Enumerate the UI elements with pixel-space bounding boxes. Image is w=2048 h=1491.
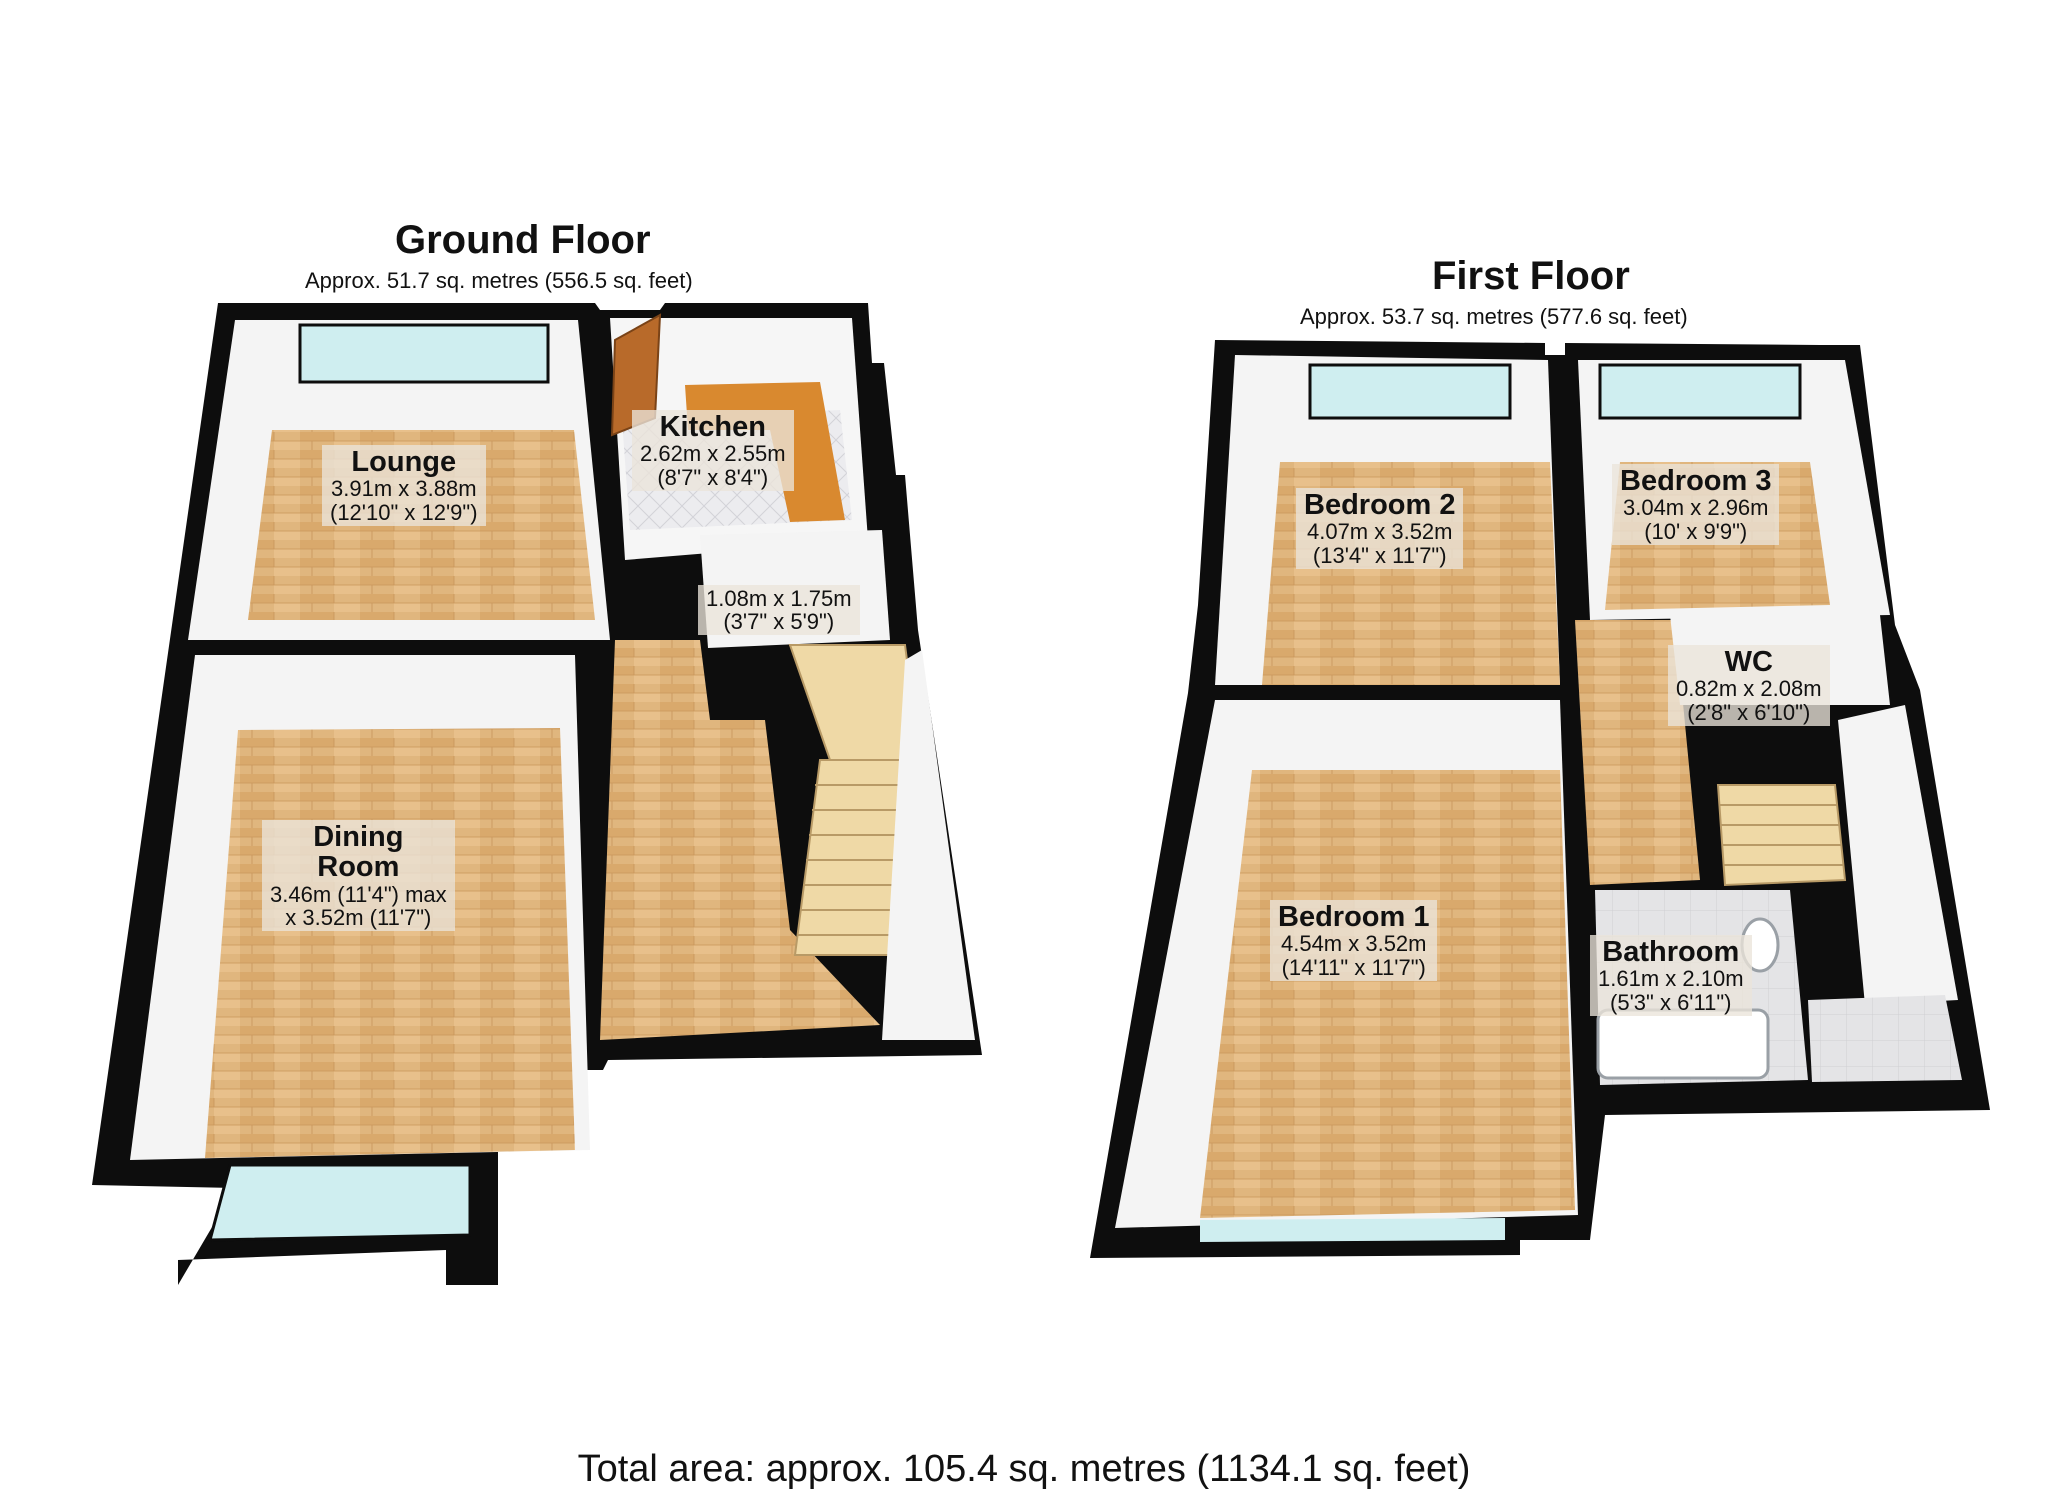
- dining-room-name-line1: Dining: [313, 821, 404, 853]
- lounge-name: Lounge: [351, 446, 457, 478]
- bedroom1-label: Bedroom 1 4.54m x 3.52m (14'11" x 11'7"): [1270, 900, 1438, 981]
- bedroom2-size-metric: 4.07m x 3.52m: [1306, 519, 1453, 545]
- ground-floor-title: Ground Floor: [395, 218, 651, 262]
- wc-size-metric: 0.82m x 2.08m: [1676, 676, 1822, 702]
- kitchen-label: Kitchen 2.62m x 2.55m (8'7" x 8'4"): [632, 410, 794, 491]
- wc-name: WC: [1724, 646, 1773, 678]
- lounge-window: [298, 323, 550, 384]
- bay-window: [208, 1163, 472, 1242]
- bedroom1-name: Bedroom 1: [1278, 901, 1430, 933]
- lounge-label: Lounge 3.91m x 3.88m (12'10" x 12'9"): [322, 445, 486, 526]
- dining-room-size-line2: x 3.52m (11'7"): [285, 904, 432, 930]
- hallway-floor: [600, 640, 880, 1040]
- bathroom-size-metric: 1.61m x 2.10m: [1598, 966, 1744, 992]
- bedroom3-size-imperial: (10' x 9'9"): [1644, 518, 1748, 544]
- bath-tub: [1596, 1008, 1770, 1080]
- first-floor-stairs: [1716, 784, 1847, 887]
- dining-room-name-line2: Room: [317, 851, 400, 884]
- first-floor-area: Approx. 53.7 sq. metres (577.6 sq. feet): [1300, 304, 1688, 329]
- kitchen-size-metric: 2.62m x 2.55m: [640, 441, 786, 467]
- bedroom2-name: Bedroom 2: [1304, 489, 1456, 521]
- first-floor-title: First Floor: [1432, 254, 1630, 298]
- first-floor-plan: [1090, 340, 1990, 1258]
- first-floor-right-wall: [1838, 705, 1958, 1005]
- bedroom3-label: Bedroom 3 3.04m x 2.96m (10' x 9'9"): [1612, 464, 1780, 545]
- bedroom2-size-imperial: (13'4" x 11'7"): [1312, 542, 1447, 568]
- store-label: 1.08m x 1.75m (3'7" x 5'9"): [698, 585, 860, 636]
- wc-size-imperial: (2'8" x 6'10"): [1687, 699, 1811, 725]
- lounge-size-metric: 3.91m x 3.88m: [331, 476, 477, 502]
- bedroom1-size-imperial: (14'11" x 11'7"): [1281, 954, 1426, 980]
- store-size-metric: 1.08m x 1.75m: [706, 586, 852, 611]
- ground-floor-stairs: [788, 644, 922, 956]
- bathroom-name: Bathroom: [1602, 936, 1740, 968]
- dining-room-label: Dining Room 3.46m (11'4") max x 3.52m (1…: [262, 820, 455, 932]
- kitchen-size-imperial: (8'7" x 8'4"): [657, 464, 769, 490]
- hallway-right-wall: [882, 650, 975, 1040]
- bedroom1-window: [1200, 1218, 1505, 1242]
- ground-floor-area: Approx. 51.7 sq. metres (556.5 sq. feet): [305, 268, 693, 293]
- ground-floor-plan: [92, 303, 982, 1285]
- dining-room-size-line1: 3.46m (11'4") max: [270, 881, 447, 907]
- bedroom3-window: [1598, 363, 1802, 420]
- bedroom2-window: [1308, 363, 1512, 420]
- bathroom-size-imperial: (5'3" x 6'11"): [1610, 989, 1732, 1015]
- shower-area: [1808, 995, 1962, 1082]
- total-area: Total area: approx. 105.4 sq. metres (11…: [577, 1448, 1471, 1490]
- bedroom2-label: Bedroom 2 4.07m x 3.52m (13'4" x 11'7"): [1296, 488, 1464, 569]
- bathroom-label: Bathroom 1.61m x 2.10m (5'3" x 6'11"): [1590, 935, 1752, 1016]
- kitchen-name: Kitchen: [659, 411, 766, 443]
- bedroom1-size-metric: 4.54m x 3.52m: [1280, 931, 1427, 957]
- lounge-size-imperial: (12'10" x 12'9"): [330, 499, 478, 525]
- wc-label: WC 0.82m x 2.08m (2'8" x 6'10"): [1668, 645, 1830, 726]
- bedroom1-floor: [1200, 770, 1575, 1218]
- store-size-imperial: (3'7" x 5'9"): [723, 609, 835, 635]
- bedroom3-name: Bedroom 3: [1620, 465, 1772, 497]
- bedroom3-size-metric: 3.04m x 2.96m: [1622, 495, 1769, 521]
- dining-floor: [205, 728, 575, 1158]
